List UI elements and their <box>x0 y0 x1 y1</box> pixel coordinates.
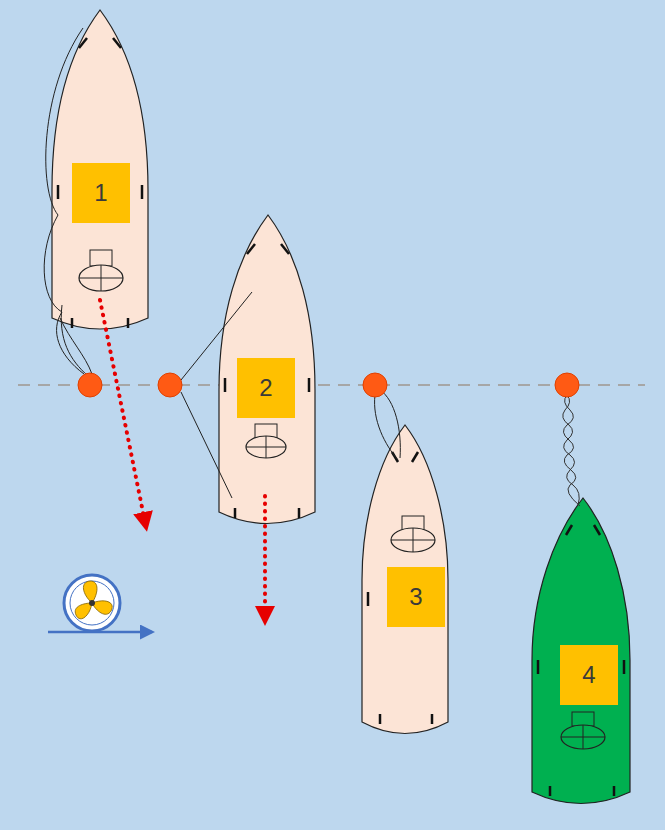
number-box: 4 <box>560 645 618 705</box>
buoy-line <box>18 384 645 386</box>
movement-arrow <box>100 300 145 522</box>
number-box: 3 <box>387 567 445 627</box>
boat-number: 2 <box>259 374 272 402</box>
buoy <box>78 373 579 397</box>
boat-2 <box>181 215 315 524</box>
movement-arrow <box>263 496 267 616</box>
boat-number: 1 <box>94 179 107 207</box>
boat-1 <box>44 10 148 376</box>
number-box: 2 <box>237 358 295 418</box>
boat-3 <box>362 390 448 734</box>
boat-4 <box>532 395 630 804</box>
boat-number: 4 <box>582 661 595 689</box>
propeller-symbol <box>48 575 152 632</box>
boat-number: 3 <box>409 583 422 611</box>
number-box: 1 <box>72 163 130 223</box>
